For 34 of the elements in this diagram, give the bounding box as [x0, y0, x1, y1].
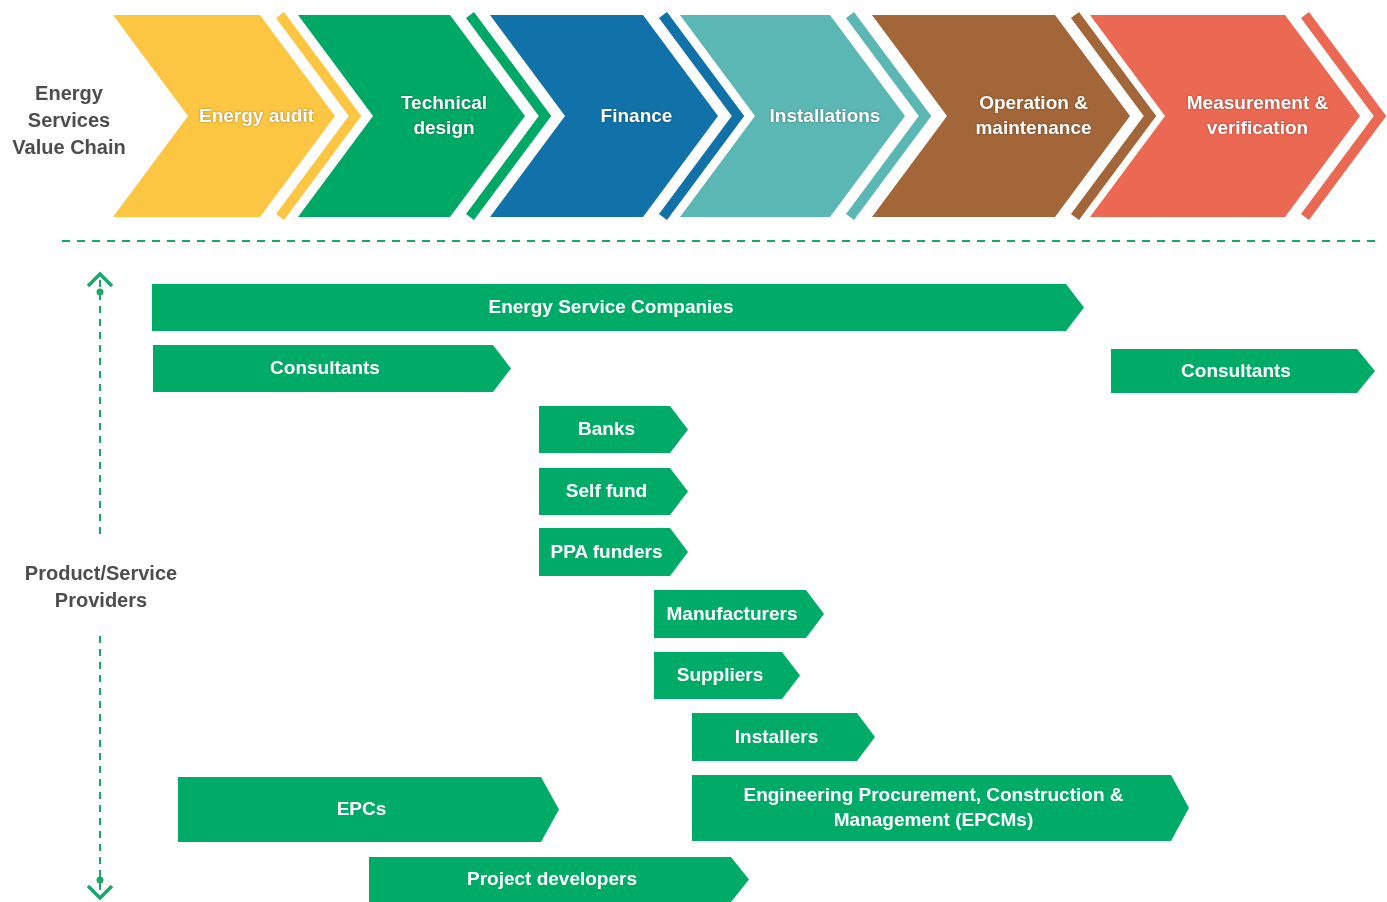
provider-label: Engineering Procurement, Construction & Management (EPCMs)	[742, 783, 1125, 832]
provider-label: Self fund	[564, 479, 649, 504]
arrow-bar	[654, 652, 800, 699]
step-label: Operation & maintenance	[974, 91, 1093, 140]
arrow-bar	[369, 857, 749, 902]
step-label: Installations	[768, 103, 882, 128]
provider-label: Manufacturers	[665, 601, 799, 626]
arrow-bar	[539, 406, 688, 453]
arrow-bar	[153, 345, 511, 392]
chevron-step	[680, 15, 931, 217]
step-label: Finance	[599, 103, 674, 128]
provider-label: Consultants	[1180, 358, 1292, 383]
arrow-bar	[692, 713, 875, 761]
provider-label: Banks	[577, 417, 636, 442]
step-label: Energy audit	[197, 103, 316, 128]
chevron-step	[490, 15, 744, 217]
arrow-bar	[539, 528, 688, 576]
provider-label: Project developers	[466, 867, 638, 892]
chain-heading: Energy Services Value Chain	[11, 81, 127, 160]
provider-label: Installers	[733, 724, 820, 749]
provider-label: Energy Service Companies	[487, 295, 735, 320]
arrow-bar	[1111, 349, 1375, 393]
step-label: Technical design	[399, 91, 489, 140]
arrow-bar	[539, 468, 688, 515]
provider-label: Suppliers	[675, 663, 765, 688]
provider-label: EPCs	[335, 797, 388, 822]
step-label: Measurement & verification	[1185, 91, 1330, 140]
arrow-bar	[152, 284, 1084, 331]
arrow-bar	[654, 590, 824, 638]
provider-label: Consultants	[269, 356, 381, 381]
provider-label: PPA funders	[549, 539, 664, 564]
chevron-step	[1090, 15, 1386, 217]
arrow-bar	[178, 777, 559, 842]
arrow-bar	[692, 775, 1189, 841]
